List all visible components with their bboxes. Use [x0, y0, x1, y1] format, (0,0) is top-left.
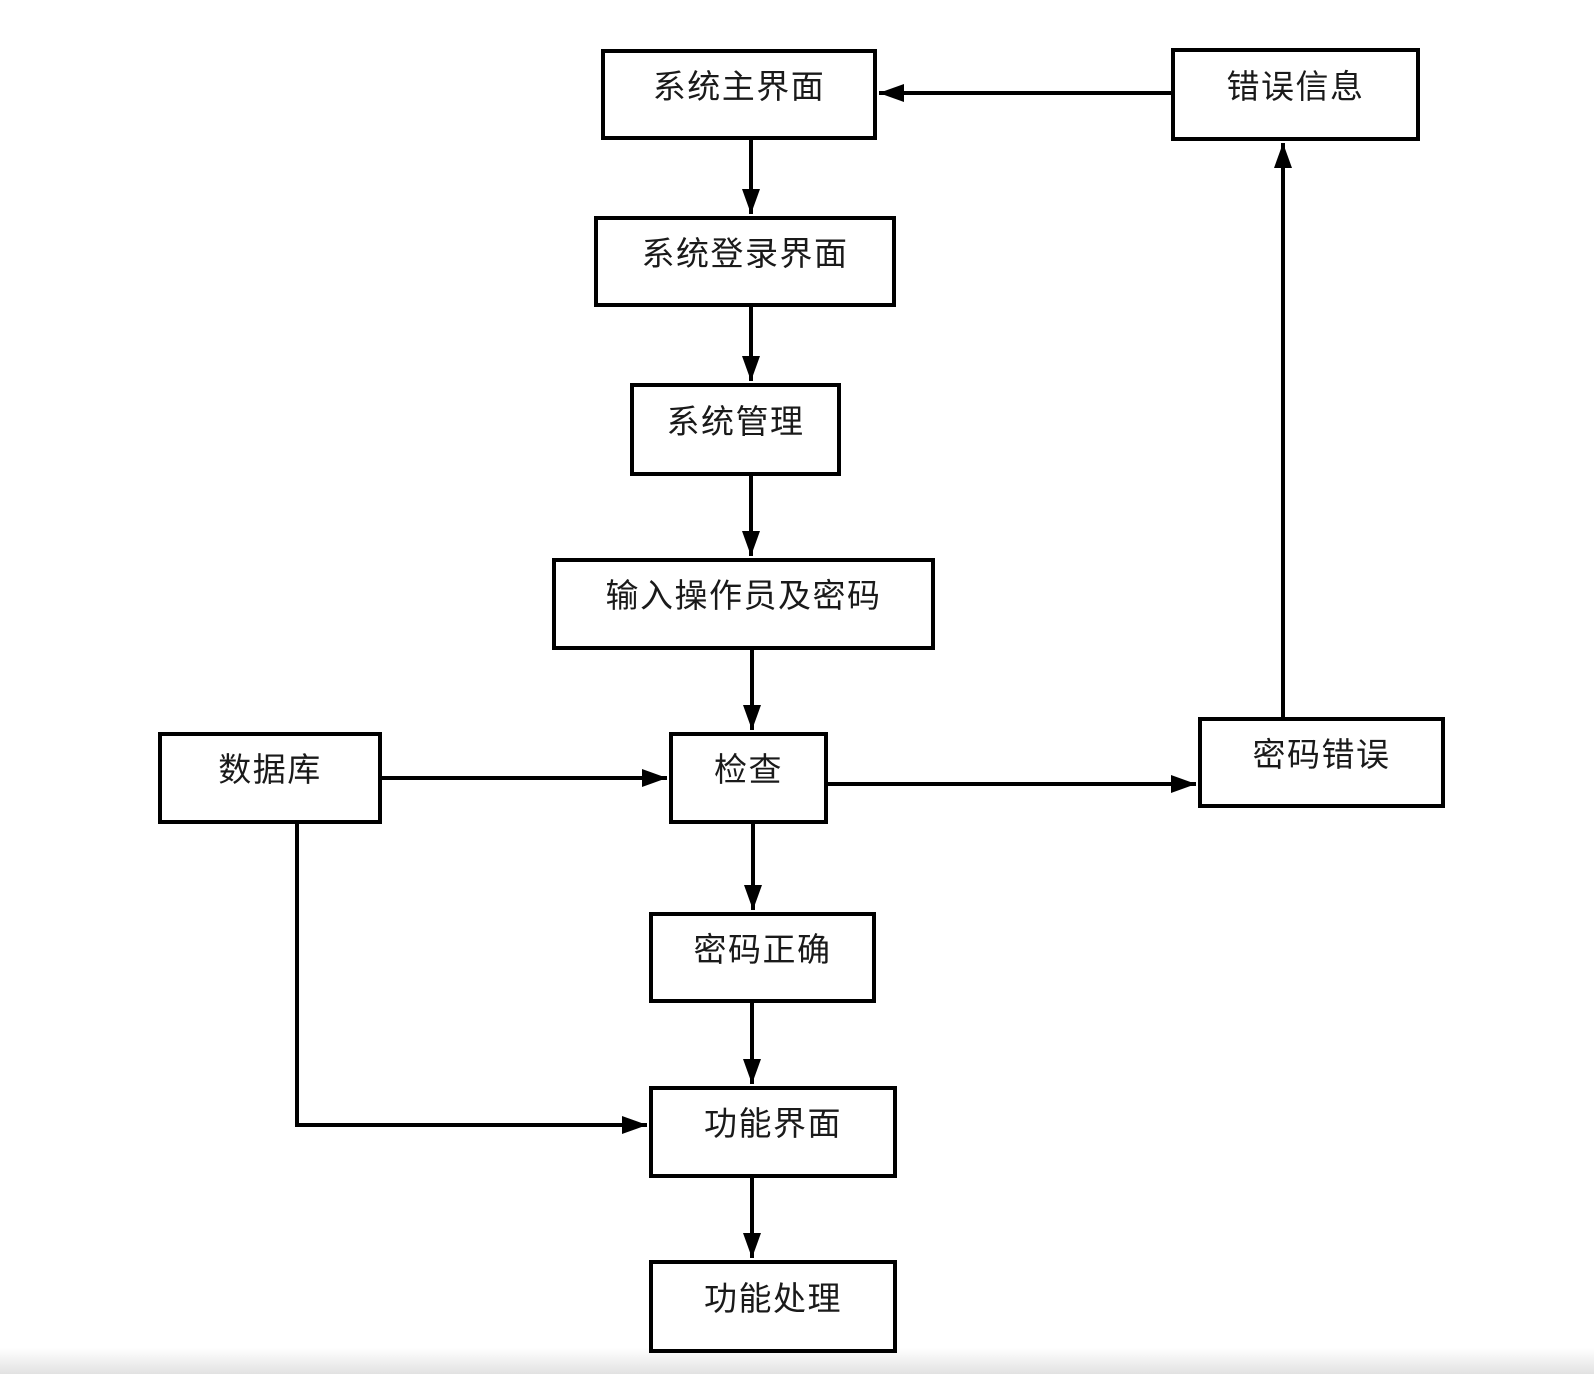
flow-node-database: 数据库	[158, 732, 382, 824]
flow-node-label-pwd-correct: 密码正确	[693, 932, 832, 969]
flow-node-sys-mgmt: 系统管理	[630, 383, 841, 476]
flow-edge-database-to-funcui	[295, 824, 647, 1134]
flow-node-label-pwd-wrong: 密码错误	[1252, 737, 1391, 774]
flow-node-pwd-correct: 密码正确	[649, 912, 876, 1003]
flow-node-label-func-ui: 功能界面	[704, 1107, 842, 1143]
flow-node-func-ui: 功能界面	[649, 1086, 897, 1178]
flow-node-label-sys-mgmt: 系统管理	[666, 404, 805, 441]
flow-node-label-error-info: 错误信息	[1226, 69, 1365, 106]
flow-node-label-input-operator: 输入操作员及密码	[605, 579, 882, 615]
flow-node-label-func-proc: 功能处理	[704, 1281, 842, 1318]
flow-node-label-main-ui: 系统主界面	[652, 69, 826, 106]
flow-node-check: 检查	[669, 732, 828, 824]
flow-node-label-check: 检查	[714, 753, 783, 789]
flow-node-input-operator: 输入操作员及密码	[552, 558, 935, 650]
flow-node-login-ui: 系统登录界面	[594, 216, 896, 307]
flow-node-func-proc: 功能处理	[649, 1260, 897, 1353]
flow-node-error-info: 错误信息	[1171, 48, 1420, 141]
flow-node-pwd-wrong: 密码错误	[1198, 717, 1445, 808]
flow-node-main-ui: 系统主界面	[601, 49, 877, 140]
flow-node-label-login-ui: 系统登录界面	[641, 236, 849, 273]
flow-node-label-database: 数据库	[218, 753, 322, 789]
